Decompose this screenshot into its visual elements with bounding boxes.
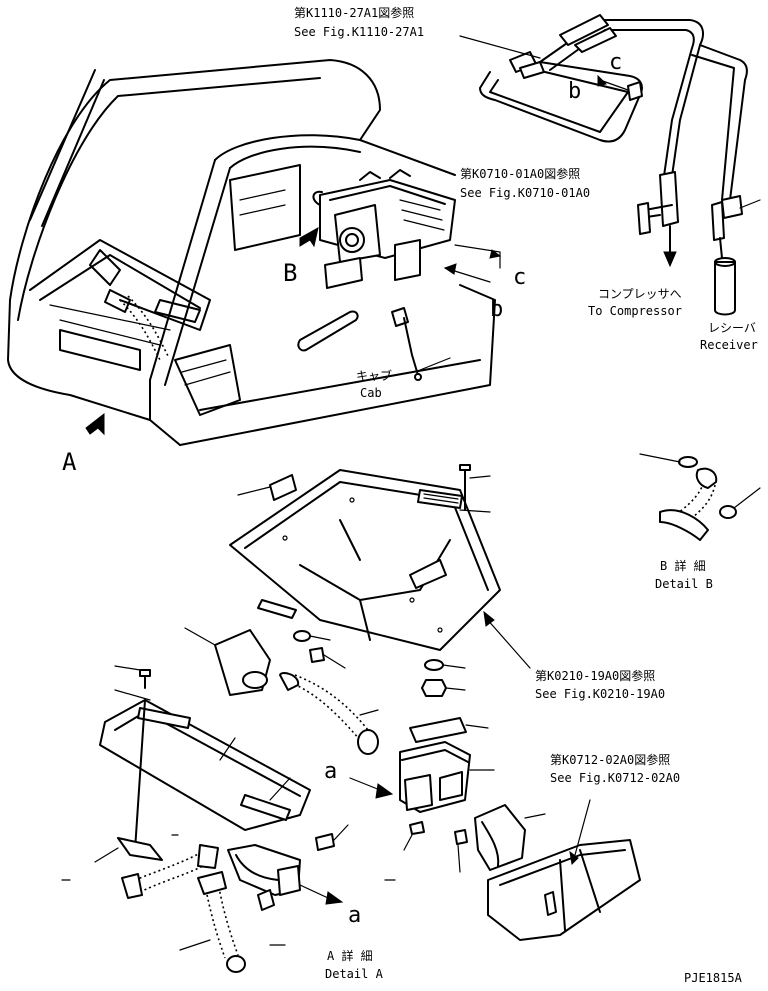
detail-b-hose xyxy=(639,453,761,541)
view-letter-b-upper-case: B xyxy=(283,259,297,287)
label-receiver-en: Receiver xyxy=(700,338,758,352)
view-letter-a-mid: a xyxy=(324,759,337,784)
ref-k0712-ja: 第K0712-02A0図参照 xyxy=(550,752,670,767)
label-compressor-ja: コンプレッサへ xyxy=(598,287,682,301)
view-letter-b-lower: b xyxy=(490,297,503,322)
side-console xyxy=(487,799,641,941)
detail-a-parts xyxy=(61,627,396,973)
aircon-unit-lower xyxy=(349,717,546,873)
label-detail-b-ja: B 詳 細 xyxy=(660,558,706,573)
ref-k0210-ja: 第K0210-19A0図参照 xyxy=(535,668,655,683)
view-letter-c-upper: c xyxy=(609,50,622,75)
drawing-number: PJE1815A xyxy=(684,971,743,985)
label-detail-b-en: Detail B xyxy=(655,577,713,591)
ref-k0712-en: See Fig.K0712-02A0 xyxy=(550,771,680,785)
label-cab-en: Cab xyxy=(360,386,382,400)
arrow-b-upper xyxy=(299,227,319,248)
refrigerant-piping xyxy=(459,14,761,316)
cab-body xyxy=(7,59,496,446)
label-detail-a-ja: A 詳 細 xyxy=(327,948,373,963)
view-letter-a-lower: a xyxy=(348,903,361,928)
ref-k0710-ja: 第K0710-01A0図参照 xyxy=(460,166,580,181)
ref-k1110-ja: 第K1110-27A1図参照 xyxy=(294,5,414,20)
floor-cover xyxy=(229,464,501,697)
arrow-a-upper xyxy=(85,412,105,436)
label-receiver-ja: レシーバ xyxy=(708,321,756,335)
ref-k0710-en: See Fig.K0710-01A0 xyxy=(460,186,590,200)
label-compressor-en: To Compressor xyxy=(588,304,682,318)
view-letter-c-lower: c xyxy=(513,265,526,290)
label-cab-ja: キャブ xyxy=(356,368,392,383)
ref-k0210-en: See Fig.K0210-19A0 xyxy=(535,687,665,701)
aircon-unit-upper xyxy=(312,169,456,289)
ref-k1110-en: See Fig.K1110-27A1 xyxy=(294,25,424,39)
view-letter-a-upper-case: A xyxy=(62,448,77,476)
view-letter-b-upper: b xyxy=(568,79,581,104)
label-detail-a-en: Detail A xyxy=(325,967,384,981)
